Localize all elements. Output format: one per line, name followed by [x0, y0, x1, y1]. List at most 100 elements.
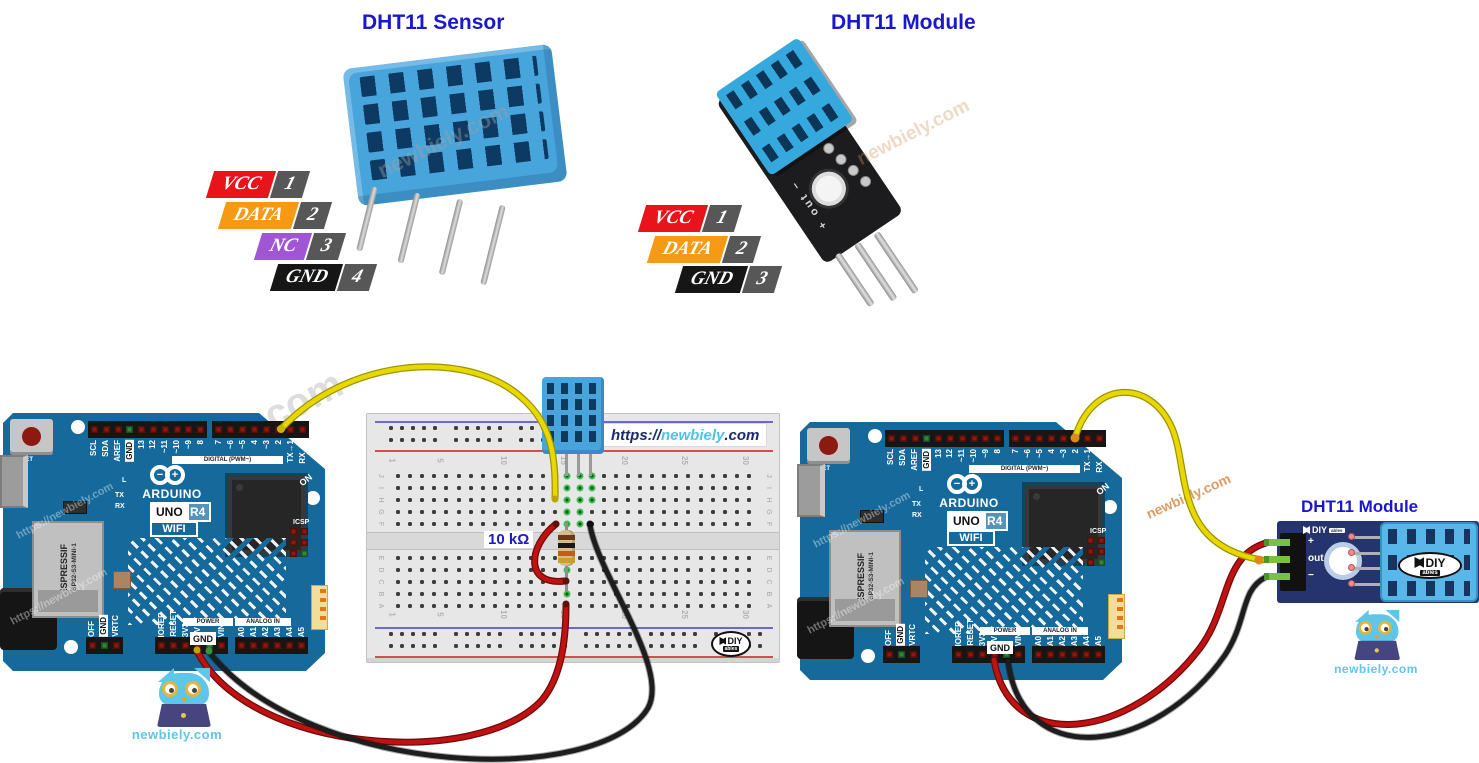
module-pin-out[interactable]: [1264, 556, 1290, 563]
model-r4: R4: [184, 502, 212, 522]
rail-hole: [433, 632, 437, 636]
breadboard-hole: [698, 510, 703, 514]
breadboard-hole-connected: [563, 472, 571, 480]
breadboard-hole: [710, 580, 715, 584]
icsp-label: ICSP: [293, 519, 310, 526]
breadboard-hole: [710, 604, 715, 608]
breadboard-hole: [674, 604, 679, 608]
rail-hole: [476, 632, 480, 636]
breadboard-hole: [541, 498, 546, 502]
breadboard-hole: [541, 568, 546, 572]
rail-hole: [758, 632, 762, 636]
breadboard-hole: [734, 486, 739, 490]
rail-hole: [519, 644, 523, 648]
breadboard-hole: [396, 522, 400, 526]
breadboard-hole: [722, 580, 727, 584]
breadboard-hole: [746, 474, 751, 478]
led-l-label: L: [122, 477, 127, 484]
pin-label-out: out: [1308, 553, 1324, 564]
breadboard-url-label: https://newbiely.com: [604, 424, 767, 446]
breadboard-hole: [517, 580, 521, 584]
module-pin-gnd[interactable]: [1264, 573, 1290, 580]
icsp-header[interactable]: [1087, 537, 1113, 566]
breadboard-hole: [601, 486, 606, 490]
power-header-1[interactable]: [883, 646, 920, 663]
breadboard-hole: [698, 474, 703, 478]
dht11-sensor-body: [342, 43, 568, 207]
breadboard-hole: [444, 474, 449, 478]
breadboard-hole: [625, 556, 630, 560]
breadboard-hole: [456, 580, 461, 584]
digital-header-2[interactable]: [212, 421, 309, 438]
rail-hole: [693, 632, 697, 636]
rail-hole: [541, 632, 545, 636]
digital-header-1[interactable]: [885, 430, 1005, 447]
breadboard-hole-connected: [576, 496, 583, 504]
rail-hole: [682, 644, 686, 648]
tx-label: TX: [115, 492, 124, 499]
breadboard-hole: [396, 498, 400, 502]
breadboard-hole: [662, 592, 667, 596]
dht-leg: [553, 453, 556, 476]
breadboard-hole: [698, 522, 703, 526]
breadboard-hole: [517, 592, 521, 596]
reset-button[interactable]: [807, 428, 850, 464]
breadboard-hole: [468, 486, 473, 490]
breadboard-hole: [734, 510, 739, 514]
breadboard-hole: [408, 568, 413, 572]
rail-hole: [400, 426, 404, 430]
breadboard-hole: [577, 580, 582, 584]
breadboard-hole: [686, 592, 691, 596]
rail-hole: [454, 632, 458, 636]
rail-hole: [433, 426, 437, 430]
rail-hole: [541, 644, 545, 648]
breadboard-hole: [601, 592, 606, 596]
breadboard-hole: [541, 604, 546, 608]
breadboard-hole-connected: [576, 508, 583, 516]
breadboard-hole: [662, 522, 667, 526]
breadboard-hole: [553, 604, 558, 608]
breadboard-hole: [553, 580, 558, 584]
power-header-1[interactable]: [86, 637, 123, 654]
analog-header[interactable]: [1032, 646, 1105, 663]
rail-hole: [595, 632, 599, 636]
breadboard-hole: [638, 522, 642, 526]
breadboard-hole: [746, 522, 751, 526]
module-pin-vcc[interactable]: [1264, 539, 1290, 546]
owl-glasses: [162, 681, 178, 697]
rail-hole: [563, 644, 567, 648]
newbiely-mascot: [1350, 610, 1404, 663]
breadboard-hole: [601, 568, 606, 572]
breadboard-hole: [517, 604, 521, 608]
breadboard-hole: [674, 568, 679, 572]
mounting-hole: [1324, 542, 1362, 580]
breadboard-hole: [480, 498, 485, 502]
digital-header-1[interactable]: [88, 421, 208, 438]
watermark: newbiely.com: [1143, 470, 1234, 522]
breadboard-hole: [662, 498, 667, 502]
breadboard-hole: [529, 498, 534, 502]
breadboard-hole: [456, 556, 461, 560]
icsp-header[interactable]: [290, 528, 316, 557]
breadboard-hole: [432, 592, 437, 596]
sensor-pin-3: [438, 198, 464, 276]
analog-header[interactable]: [235, 637, 308, 654]
rx-label: RX: [115, 503, 125, 510]
breadboard-hole: [638, 486, 642, 490]
digital-header-2[interactable]: [1009, 430, 1106, 447]
sensor-leg: [1351, 567, 1383, 570]
breadboard-hole: [722, 568, 727, 572]
breadboard-hole: [480, 580, 485, 584]
rail-hole: [649, 632, 653, 636]
breadboard-hole: [420, 580, 425, 584]
reset-button[interactable]: [10, 419, 53, 455]
breadboard-hole: [613, 580, 618, 584]
breadboard-hole: [577, 592, 582, 596]
rx-label: RX: [912, 512, 922, 519]
breadboard-hole: [686, 510, 691, 514]
